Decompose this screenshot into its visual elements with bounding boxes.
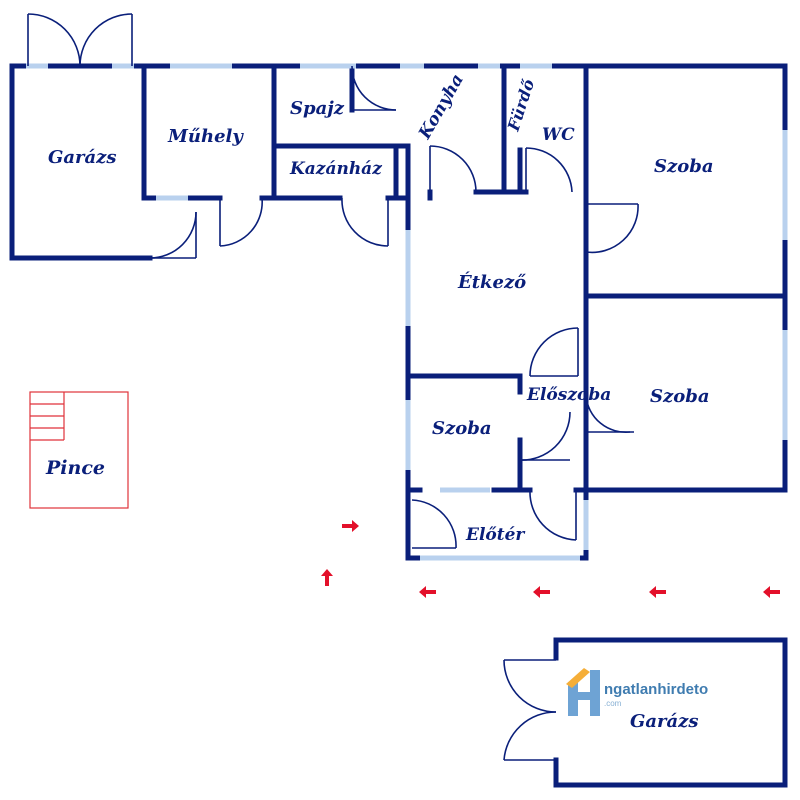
house-h-logo-icon [566,668,600,716]
room-garazs-main: Garázs [48,147,117,168]
watermark-domain: .com [604,699,622,708]
red-arrow-icon [763,586,780,598]
room-szoba-e: Szoba [650,386,709,407]
room-konyha: Konyha [415,71,469,144]
room-eloszoba: Előszoba [526,385,611,405]
room-spajz: Spajz [290,98,345,119]
red-arrow-icon [342,520,359,532]
room-kazanhaz: Kazánház [289,159,382,179]
small-garage: Garázs [503,637,788,788]
room-garazs-small: Garázs [630,711,699,732]
room-muhely: Műhely [167,126,244,147]
pince-cellar: Pince [29,391,129,509]
stairs-icon [30,392,65,441]
red-arrow-icon [533,586,550,598]
red-arrow-icon [321,569,333,586]
doors [27,13,639,549]
room-szoba-ne: Szoba [654,156,713,177]
room-etkezo: Étkező [457,270,526,293]
room-wc: WC [542,125,575,145]
room-labels: Garázs Műhely Spajz Kazánház Konyha Fürd… [48,71,713,545]
watermark-name: ngatlanhirdeto [604,681,708,698]
room-furdo: Fürdő [503,77,538,135]
path-arrows [321,520,780,598]
red-arrow-icon [419,586,436,598]
room-eloter: Előtér [465,525,525,545]
watermark-logo: ngatlanhirdeto .com [566,668,708,716]
red-arrow-icon [649,586,666,598]
room-szoba-sw: Szoba [432,418,491,439]
room-pince: Pince [45,457,105,479]
windows [26,63,788,561]
